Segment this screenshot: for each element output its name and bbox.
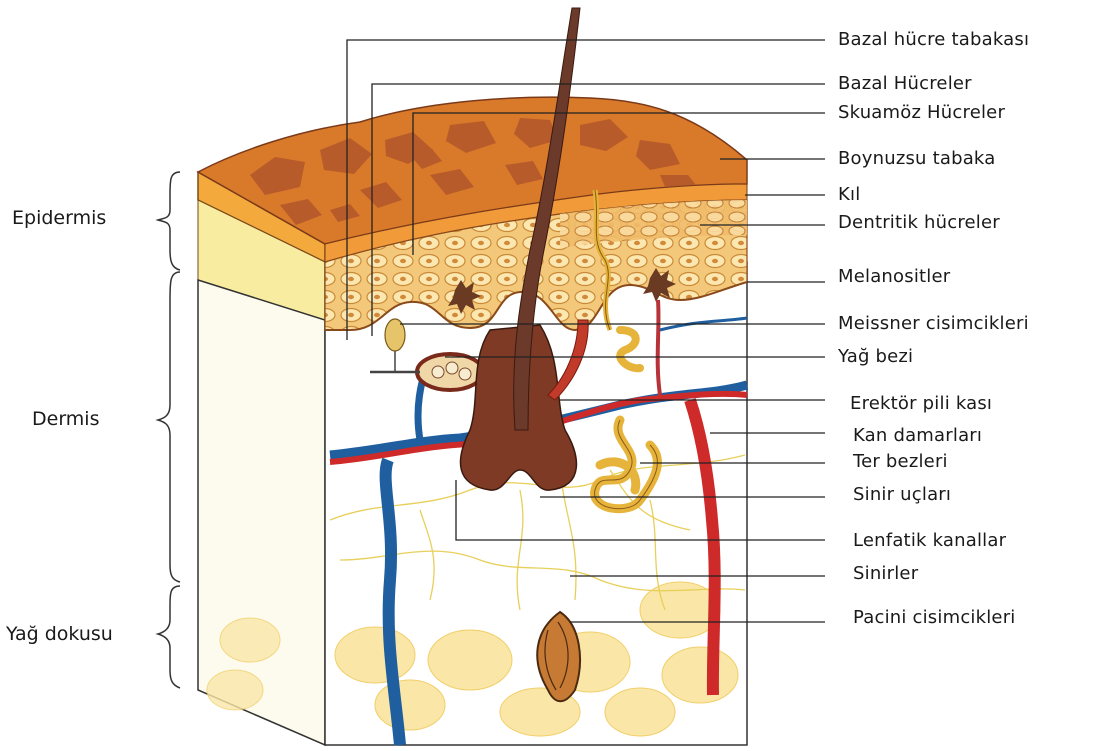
label-stratum-corneum: Boynuzsu tabaka xyxy=(838,148,995,169)
label-meissner-corpuscles: Meissner cisimcikleri xyxy=(838,313,1029,334)
label-sebaceous-gland: Yağ bezi xyxy=(838,346,913,367)
label-sweat-glands: Ter bezleri xyxy=(853,451,948,472)
label-erector-pili: Erektör pili kası xyxy=(850,393,992,414)
layer-braces xyxy=(158,172,180,688)
label-lymphatic-channels: Lenfatik kanallar xyxy=(853,530,1006,551)
label-fat-tissue: Yağ dokusu xyxy=(6,623,113,645)
label-hair: Kıl xyxy=(838,184,860,205)
label-pacinian-corpuscles: Pacini cisimcikleri xyxy=(853,607,1016,628)
label-basal-cells: Bazal Hücreler xyxy=(838,73,972,94)
label-nerve-endings: Sinir uçları xyxy=(853,484,951,505)
label-epidermis: Epidermis xyxy=(12,207,106,229)
label-nerves: Sinirler xyxy=(853,563,918,584)
label-dermis: Dermis xyxy=(32,408,99,430)
label-squamous-cells: Skuamöz Hücreler xyxy=(838,102,1005,123)
label-blood-vessels: Kan damarları xyxy=(853,425,982,446)
label-melanocytes: Melanositler xyxy=(838,266,950,287)
label-dendritic-cells: Dentritik hücreler xyxy=(838,212,1000,233)
label-basal-layer: Bazal hücre tabakası xyxy=(838,29,1029,50)
